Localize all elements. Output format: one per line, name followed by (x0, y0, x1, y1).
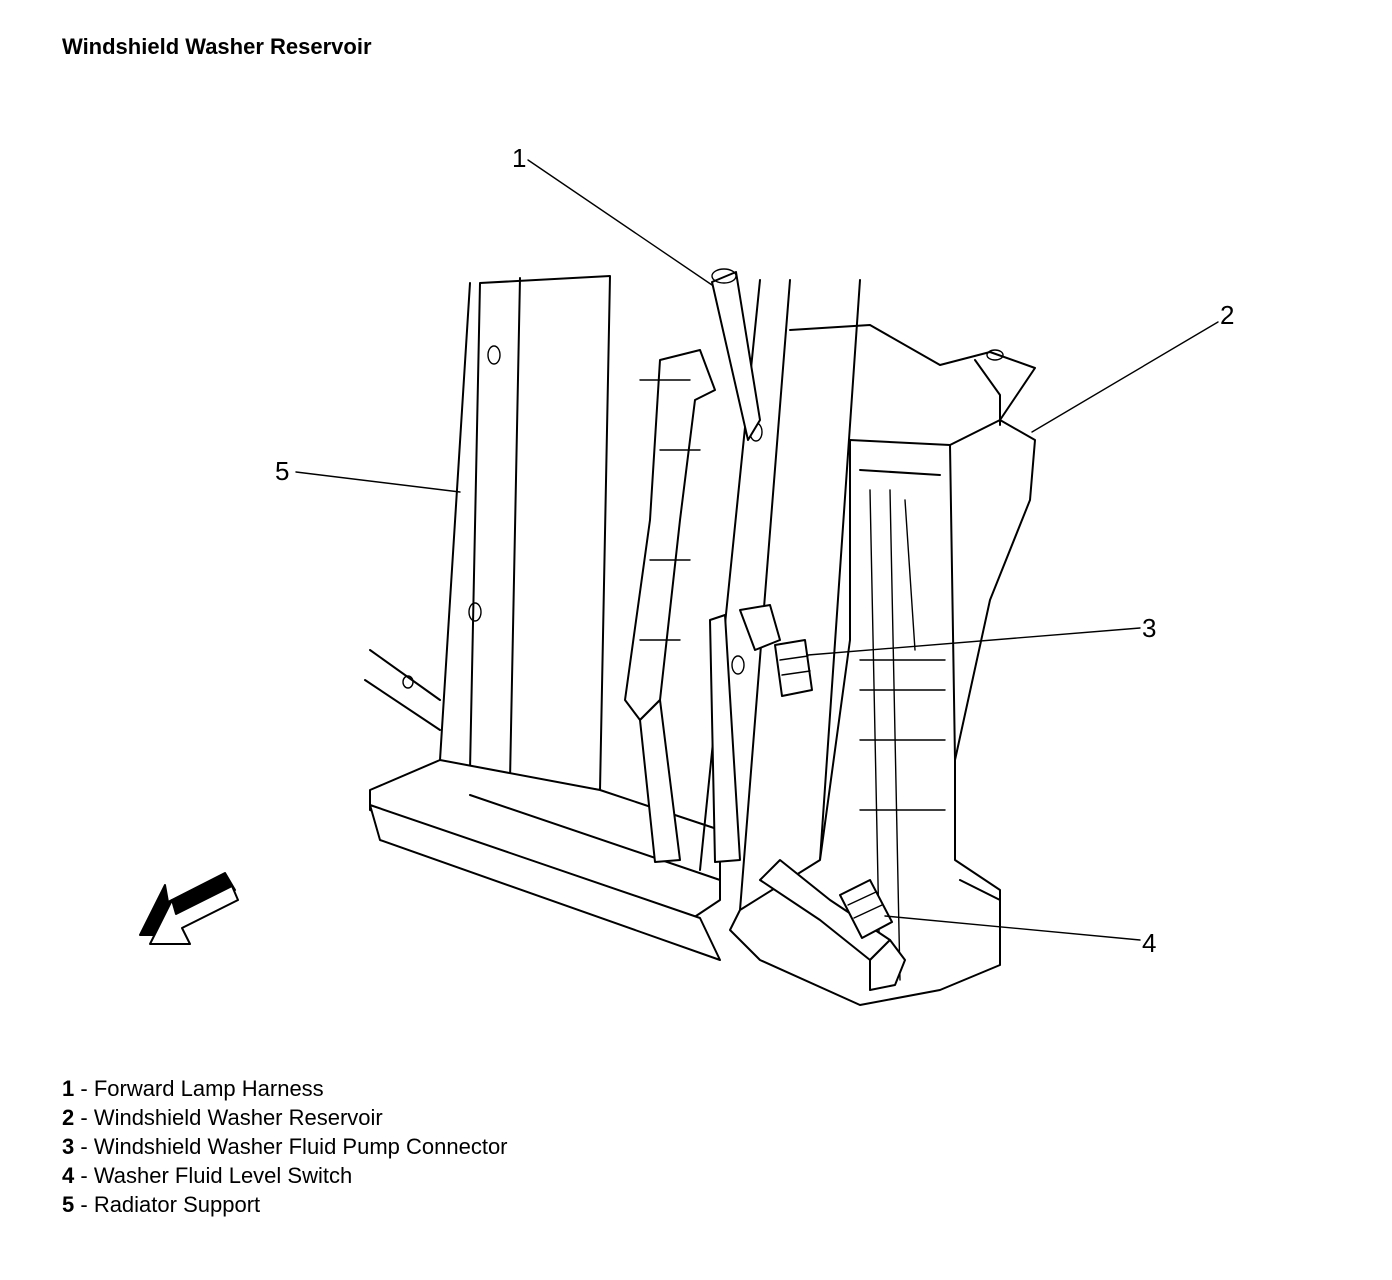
legend-item: 2 - Windshield Washer Reservoir (62, 1105, 383, 1130)
leader-lines (295, 159, 1219, 941)
forward-lamp-harness (624, 268, 906, 991)
callout-1: 1 (512, 143, 526, 173)
washer-reservoir (729, 324, 1036, 1006)
legend-item: 3 - Windshield Washer Fluid Pump Connect… (62, 1134, 508, 1159)
level-switch (839, 879, 893, 939)
callout-4: 4 (1142, 928, 1156, 958)
radiator-support (364, 275, 721, 961)
reservoir-diagram: 1 2 3 4 5 (139, 143, 1234, 1006)
legend: 1 - Forward Lamp Harness 2 - Windshield … (62, 1074, 508, 1219)
diagram-title: Windshield Washer Reservoir (62, 34, 372, 59)
legend-item: 5 - Radiator Support (62, 1192, 261, 1217)
legend-item: 4 - Washer Fluid Level Switch (62, 1163, 353, 1188)
callout-2: 2 (1220, 300, 1234, 330)
legend-item: 1 - Forward Lamp Harness (62, 1076, 324, 1101)
pump-connector (739, 604, 813, 697)
callout-3: 3 (1142, 613, 1156, 643)
forward-arrow-icon (139, 872, 239, 945)
callout-5: 5 (275, 456, 289, 486)
